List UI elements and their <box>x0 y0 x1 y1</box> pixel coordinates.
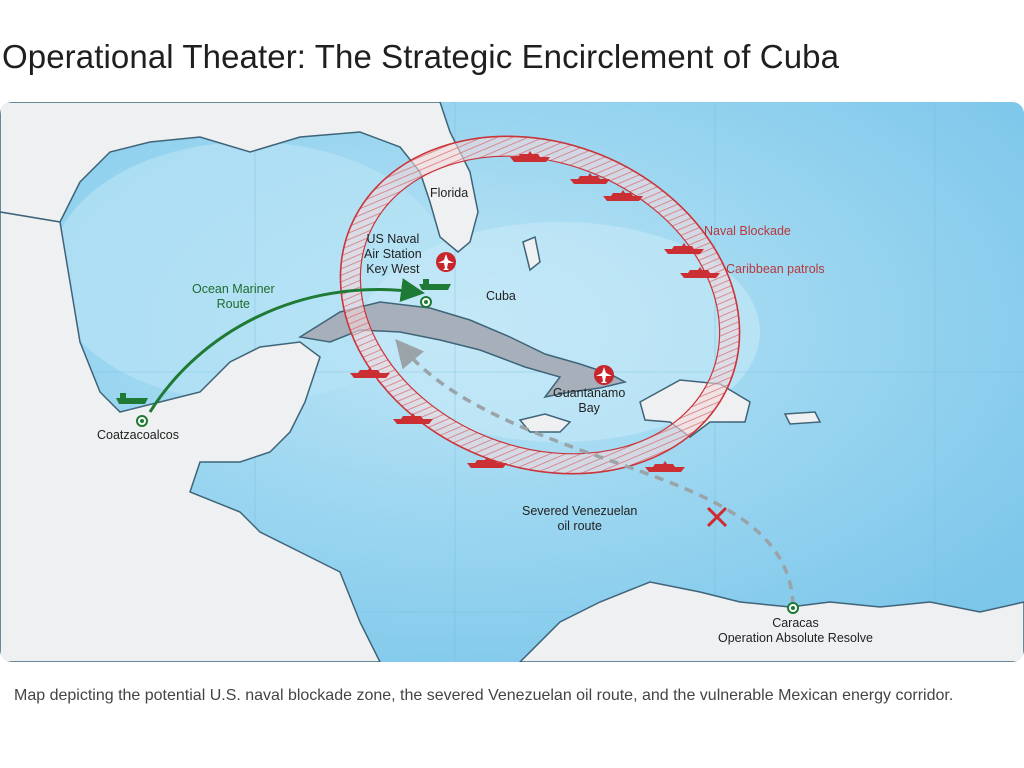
label-severed-route: Severed Venezuelan oil route <box>522 504 638 533</box>
page-title: Operational Theater: The Strategic Encir… <box>2 38 840 75</box>
label-coatzacoalcos: Coatzacoalcos <box>97 428 179 442</box>
ocean-mariner-route <box>148 278 425 413</box>
x-mark-icon <box>706 506 728 528</box>
landmasses <box>0 102 1024 662</box>
label-key-west: US Naval Air Station Key West <box>364 232 422 276</box>
label-caracas: Caracas Operation Absolute Resolve <box>718 616 873 645</box>
airplane-icon <box>436 252 456 272</box>
label-florida: Florida <box>430 186 469 200</box>
location-point-icon <box>136 296 799 614</box>
label-caribbean-patrols: Caribbean patrols <box>726 262 825 276</box>
severed-oil-route <box>395 338 795 606</box>
airplane-icon <box>594 365 614 385</box>
map-canvas <box>0 102 1024 662</box>
label-cuba: Cuba <box>486 289 516 303</box>
blockade-zone <box>339 135 741 475</box>
map-caption: Map depicting the potential U.S. naval b… <box>14 687 954 704</box>
map: Florida US Naval Air Station Key West Cu… <box>0 102 1024 662</box>
cuba-shape <box>297 301 628 399</box>
label-guantanamo: Guantanamo Bay <box>553 386 626 415</box>
label-ocean-mariner-route: Ocean Mariner Route <box>192 282 275 311</box>
label-naval-blockade: Naval Blockade <box>704 224 791 238</box>
